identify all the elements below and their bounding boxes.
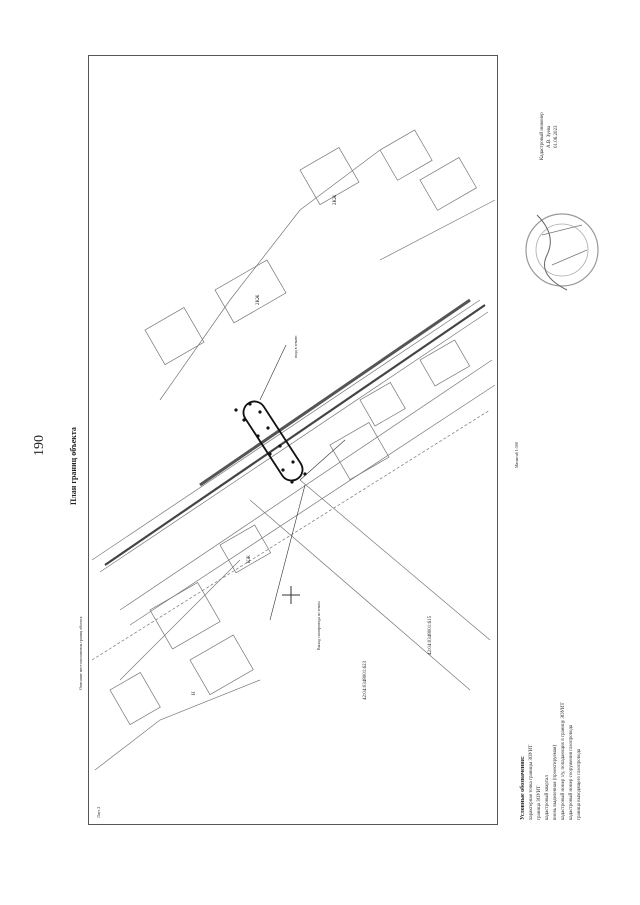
parcel-label-1: 42:04:0348001:623 (363, 660, 368, 700)
legend-item-1: граница ЗОУИТ (537, 785, 542, 820)
building-n: Н (192, 691, 197, 695)
zouit-boundary (234, 400, 307, 484)
entry-label: вход в землю (293, 335, 298, 358)
legend-item-2: кадастровый квартал (545, 775, 550, 820)
plan-title: План границ объекта (69, 427, 78, 505)
building-2k-mid: 2КЖ (256, 294, 261, 305)
plan-subtitle: Описание местоположения границ объекта (78, 616, 83, 690)
building-2k-top: 2КЖ (333, 194, 338, 205)
legend-heading: Условные обозначения: (520, 756, 526, 820)
legend-item-6: граница выходящего газопровода (577, 748, 582, 820)
engineer-role: Кадастровый инженер (540, 112, 545, 160)
legend-item-0: характерная точка границы ЗОУИТ (529, 744, 534, 820)
engineer-name: А.В. Зуева (547, 125, 552, 148)
sheet-label: Лист 2 (96, 806, 101, 818)
scale-label: Масштаб 1:500 (514, 442, 519, 468)
legend-item-5: кадастровый номер сооружения газопровода (569, 724, 574, 820)
map-frame (88, 55, 498, 825)
engineer-date: 01.06.2023 (554, 125, 559, 149)
official-stamp-icon (525, 213, 599, 291)
building-kzh: КЖ (247, 555, 252, 563)
legend-item-3: вновь выделенная (проектируемая) (553, 745, 558, 820)
parcel-label-2: 42:04:0348001:615 (428, 615, 433, 655)
exit-label: Выход газопровода из земли (316, 601, 321, 650)
cross-marker-icon (282, 586, 300, 604)
legend-item-4: кадастровый номер з/у, попадающих в гран… (561, 702, 566, 820)
